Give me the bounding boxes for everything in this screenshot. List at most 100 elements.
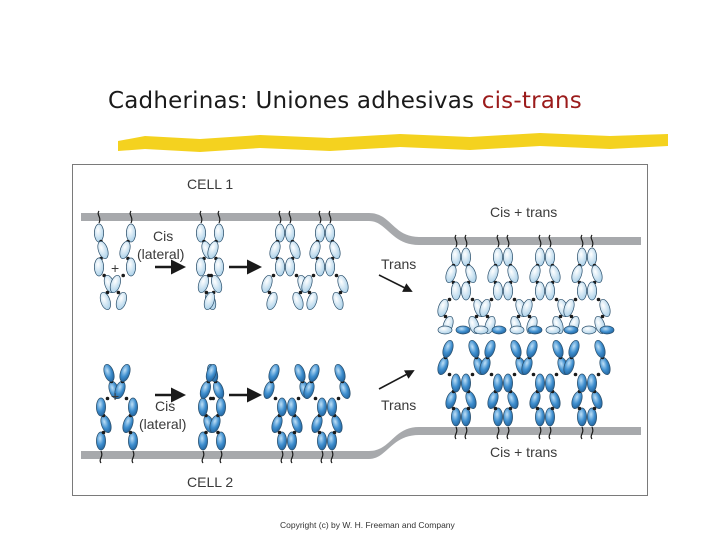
- ec-domain: [590, 264, 604, 284]
- ec-domain: [587, 282, 596, 300]
- ec-domain: [587, 408, 596, 426]
- calcium-site: [597, 298, 601, 302]
- ec-domain: [291, 291, 305, 311]
- ec-domain: [528, 264, 542, 284]
- ec-domain: [486, 390, 500, 410]
- ec-domain: [545, 282, 554, 300]
- ec-domain: [118, 363, 132, 383]
- ec-domain: [451, 374, 460, 392]
- ec-domain: [293, 363, 307, 383]
- calcium-site: [574, 373, 578, 377]
- ec-domain: [277, 432, 286, 450]
- calcium-site: [216, 431, 220, 435]
- ec-domain: [577, 408, 586, 426]
- ec-domain: [310, 414, 324, 434]
- calcium-site: [209, 274, 213, 278]
- ec-domain: [327, 432, 336, 450]
- ec-domain: [587, 248, 596, 266]
- ec-domain: [493, 248, 502, 266]
- ec-domain: [128, 432, 137, 450]
- ec-domain: [198, 398, 207, 416]
- lateral-label-bottom: (lateral): [139, 416, 186, 432]
- calcium-site: [121, 274, 125, 278]
- ec-domain: [590, 390, 604, 410]
- ec-domain: [327, 398, 336, 416]
- ec-domain: [214, 224, 223, 242]
- interface-domain: [582, 326, 596, 334]
- ec-domain: [548, 264, 562, 284]
- ec-domain: [464, 264, 478, 284]
- ec-domain: [598, 298, 612, 318]
- ec-domain: [461, 374, 470, 392]
- ec-domain: [503, 282, 512, 300]
- copyright-text: Copyright (c) by W. H. Freeman and Compa…: [280, 520, 455, 530]
- interface-domain: [600, 326, 614, 334]
- calcium-site: [471, 373, 475, 377]
- calcium-site: [125, 397, 129, 401]
- ec-domain: [535, 408, 544, 426]
- ec-domain: [336, 274, 350, 294]
- ec-domain: [593, 339, 607, 359]
- trans-label-top: Trans: [381, 256, 416, 272]
- ec-domain: [214, 258, 223, 276]
- calcium-site: [312, 274, 316, 278]
- interface-domain: [528, 326, 542, 334]
- ec-domain: [290, 414, 304, 434]
- cell2-label: CELL 2: [187, 474, 233, 490]
- ec-domain: [503, 374, 512, 392]
- interface-domain: [564, 326, 578, 334]
- ec-domain: [121, 414, 135, 434]
- calcium-site: [513, 298, 517, 302]
- ec-domain: [436, 298, 450, 318]
- ec-domain: [315, 224, 324, 242]
- ec-domain: [503, 248, 512, 266]
- ec-domain: [493, 374, 502, 392]
- cis-label-bottom: Cis: [155, 398, 175, 414]
- ec-domain: [305, 291, 319, 311]
- ec-domain: [285, 258, 294, 276]
- calcium-site: [448, 373, 452, 377]
- ec-domain: [331, 291, 345, 311]
- plus-sign-top: +: [111, 260, 119, 276]
- interface-domain: [510, 326, 524, 334]
- ec-domain: [461, 282, 470, 300]
- ec-domain: [288, 240, 302, 260]
- calcium-site: [205, 291, 209, 295]
- ec-domain: [285, 224, 294, 242]
- ec-domain: [486, 264, 500, 284]
- ec-domain: [118, 240, 132, 260]
- interface-domain: [456, 326, 470, 334]
- calcium-site: [555, 373, 559, 377]
- trans-label-bottom: Trans: [381, 397, 416, 413]
- ec-domain: [451, 282, 460, 300]
- cis-trans-label-bottom: Cis + trans: [490, 444, 557, 460]
- ec-domain: [268, 240, 282, 260]
- ec-domain: [545, 408, 554, 426]
- ec-domain: [483, 339, 497, 359]
- ec-domain: [567, 339, 581, 359]
- calcium-site: [335, 274, 339, 278]
- ec-domain: [102, 363, 116, 383]
- ec-domain: [330, 414, 344, 434]
- ec-domain: [464, 390, 478, 410]
- ec-domain: [270, 414, 284, 434]
- ec-domain: [493, 282, 502, 300]
- ec-domain: [126, 224, 135, 242]
- ec-domain: [325, 258, 334, 276]
- ec-domain: [441, 339, 455, 359]
- ec-domain: [467, 339, 481, 359]
- interface-domain: [546, 326, 560, 334]
- ec-domain: [262, 380, 276, 400]
- calcium-site: [532, 373, 536, 377]
- ec-domain: [275, 258, 284, 276]
- calcium-site: [314, 397, 318, 401]
- ec-domain: [436, 356, 450, 376]
- ec-domain: [528, 390, 542, 410]
- title-highlight-bar: [0, 0, 720, 160]
- calcium-site: [297, 397, 301, 401]
- ec-domain: [216, 398, 225, 416]
- calcium-site: [448, 298, 452, 302]
- ec-domain: [328, 240, 342, 260]
- ec-domain: [461, 248, 470, 266]
- ec-domain: [315, 258, 324, 276]
